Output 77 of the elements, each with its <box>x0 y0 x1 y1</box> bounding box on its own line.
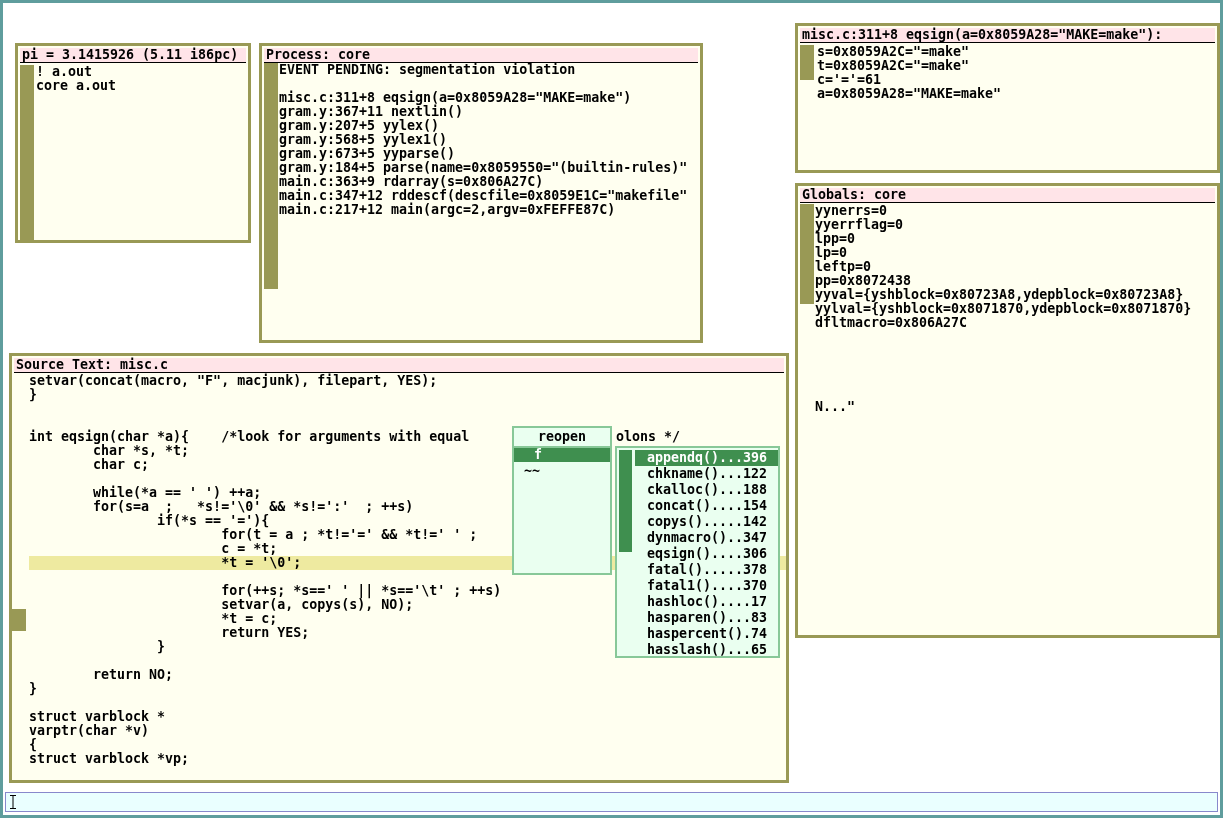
window-title: Source Text: misc.c <box>14 358 784 373</box>
menu-item: ckalloc()...188 <box>647 482 768 498</box>
text-line: s=0x8059A2C="=make" <box>817 45 970 59</box>
text-line: return NO; <box>92 668 174 682</box>
text-line: for(s=a ; *s!='\0' && *s!=':' ; ++s) <box>92 500 414 514</box>
window-title: misc.c:311+8 eqsign(a=0x8059A28="MAKE=make"): <box>800 28 1215 43</box>
text-line: EVENT PENDING: segmentation violation <box>279 63 576 77</box>
code-fragment: olons */ <box>616 430 681 444</box>
text-line: setvar(concat(macro, "F", macjunk), filepart, YES); <box>29 374 438 388</box>
text-line: } <box>156 640 166 654</box>
window-title: Globals: core <box>800 188 1215 203</box>
debugger-dialog <box>9 353 789 783</box>
text-line: gram.y:207+5 yylex() <box>279 119 440 133</box>
text-line: setvar(a, copys(s), NO); <box>220 598 414 612</box>
text-line: c = *t; <box>220 542 278 556</box>
text-line: *t = '\0'; <box>220 556 302 570</box>
debugger-dialog <box>795 183 1220 638</box>
menu-item: hasparen()...83 <box>647 610 768 626</box>
text-line: } <box>29 682 37 696</box>
window-title: Process: core <box>264 48 698 63</box>
text-line: while(*a == ' ') ++a; <box>92 486 262 500</box>
text-line: gram.y:367+11 nextlin() <box>279 105 464 119</box>
text-line: leftp=0 <box>815 260 872 274</box>
text-line: pp=0x8072438 <box>815 274 912 288</box>
text-line: struct varblock * <box>29 710 166 724</box>
text-line: lpp=0 <box>815 232 856 246</box>
text-line: } <box>29 388 37 402</box>
text-line: return YES; <box>220 626 310 640</box>
text-line: main.c:347+12 rddescf(descfile=0x8059E1C="makefile" <box>279 189 688 203</box>
text-line: varptr(char *v) <box>29 724 150 738</box>
text-line: char c; <box>92 458 150 472</box>
text-line: main.c:217+12 main(argc=2,argv=0xFEFFE87C) <box>279 203 616 217</box>
text-line: yyval={yshblock=0x80723A8,ydepblock=0x80723A8} <box>815 288 1184 302</box>
text-line: yynerrs=0 <box>815 204 888 218</box>
popup-menu <box>615 446 780 658</box>
text-line: gram.y:673+5 yyparse() <box>279 147 456 161</box>
menu-item: haspercent().74 <box>647 626 768 642</box>
debugger-dialog <box>795 23 1220 173</box>
text-line: t=0x8059A2C="=make" <box>817 59 970 73</box>
text-line: for(++s; *s==' ' || *s=='\t' ; ++s) <box>220 584 502 598</box>
menu-item: chkname()...122 <box>647 466 768 482</box>
popup-menu <box>512 426 612 575</box>
text-line: c='='=61 <box>817 73 882 87</box>
text-line: if(*s == '='){ <box>156 514 270 528</box>
text-line: main.c:363+9 rdarray(s=0x806A27C) <box>279 175 544 189</box>
text-line: N..." <box>815 400 856 414</box>
debugger-dialog <box>259 43 703 343</box>
menu-item: hasslash()...65 <box>647 642 768 658</box>
input-field <box>5 792 1218 812</box>
menu-item: ~~ <box>524 464 540 478</box>
text-line: core a.out <box>36 79 117 93</box>
text-line: char *s, *t; <box>93 444 190 458</box>
menu-item: appendq()...396 <box>635 450 778 466</box>
menu-item: eqsign()....306 <box>647 546 768 562</box>
text-line: int eqsign(char *a){ /*look for arguments with equal <box>29 430 470 444</box>
text-line: gram.y:568+5 yylex1() <box>279 133 448 147</box>
menu-item: dynmacro()..347 <box>647 530 768 546</box>
text-line: lp=0 <box>815 246 848 260</box>
text-line: { <box>29 738 37 752</box>
text-line: yyerrflag=0 <box>815 218 904 232</box>
debugger-window <box>15 43 251 243</box>
menu-item: copys().....142 <box>647 514 768 530</box>
menu-item: hashloc()....17 <box>647 594 768 610</box>
window-title: pi = 3.1415926 (5.11 i86pc) <box>20 48 246 63</box>
menu-item: fatal().....378 <box>647 562 768 578</box>
text-line: gram.y:184+5 parse(name=0x8059550="(builtin-rules)" <box>279 161 688 175</box>
menu-item: f <box>514 448 610 462</box>
text-line: for(t = a ; *t!='=' && *t!=' ' ; <box>220 528 478 542</box>
text-line: *t = c; <box>220 612 278 626</box>
text-line: dfltmacro=0x806A27C <box>815 316 968 330</box>
menu-item: fatal1()....370 <box>647 578 768 594</box>
text-line: a=0x8059A28="MAKE=make" <box>817 87 1002 101</box>
text-line: yylval={yshblock=0x8071870,ydepblock=0x8071870} <box>815 302 1192 316</box>
menu-item: concat()....154 <box>647 498 768 514</box>
text-line: ! a.out <box>36 65 93 79</box>
text-line: misc.c:311+8 eqsign(a=0x8059A28="MAKE=make") <box>279 91 632 105</box>
text-line: struct varblock *vp; <box>29 752 190 766</box>
